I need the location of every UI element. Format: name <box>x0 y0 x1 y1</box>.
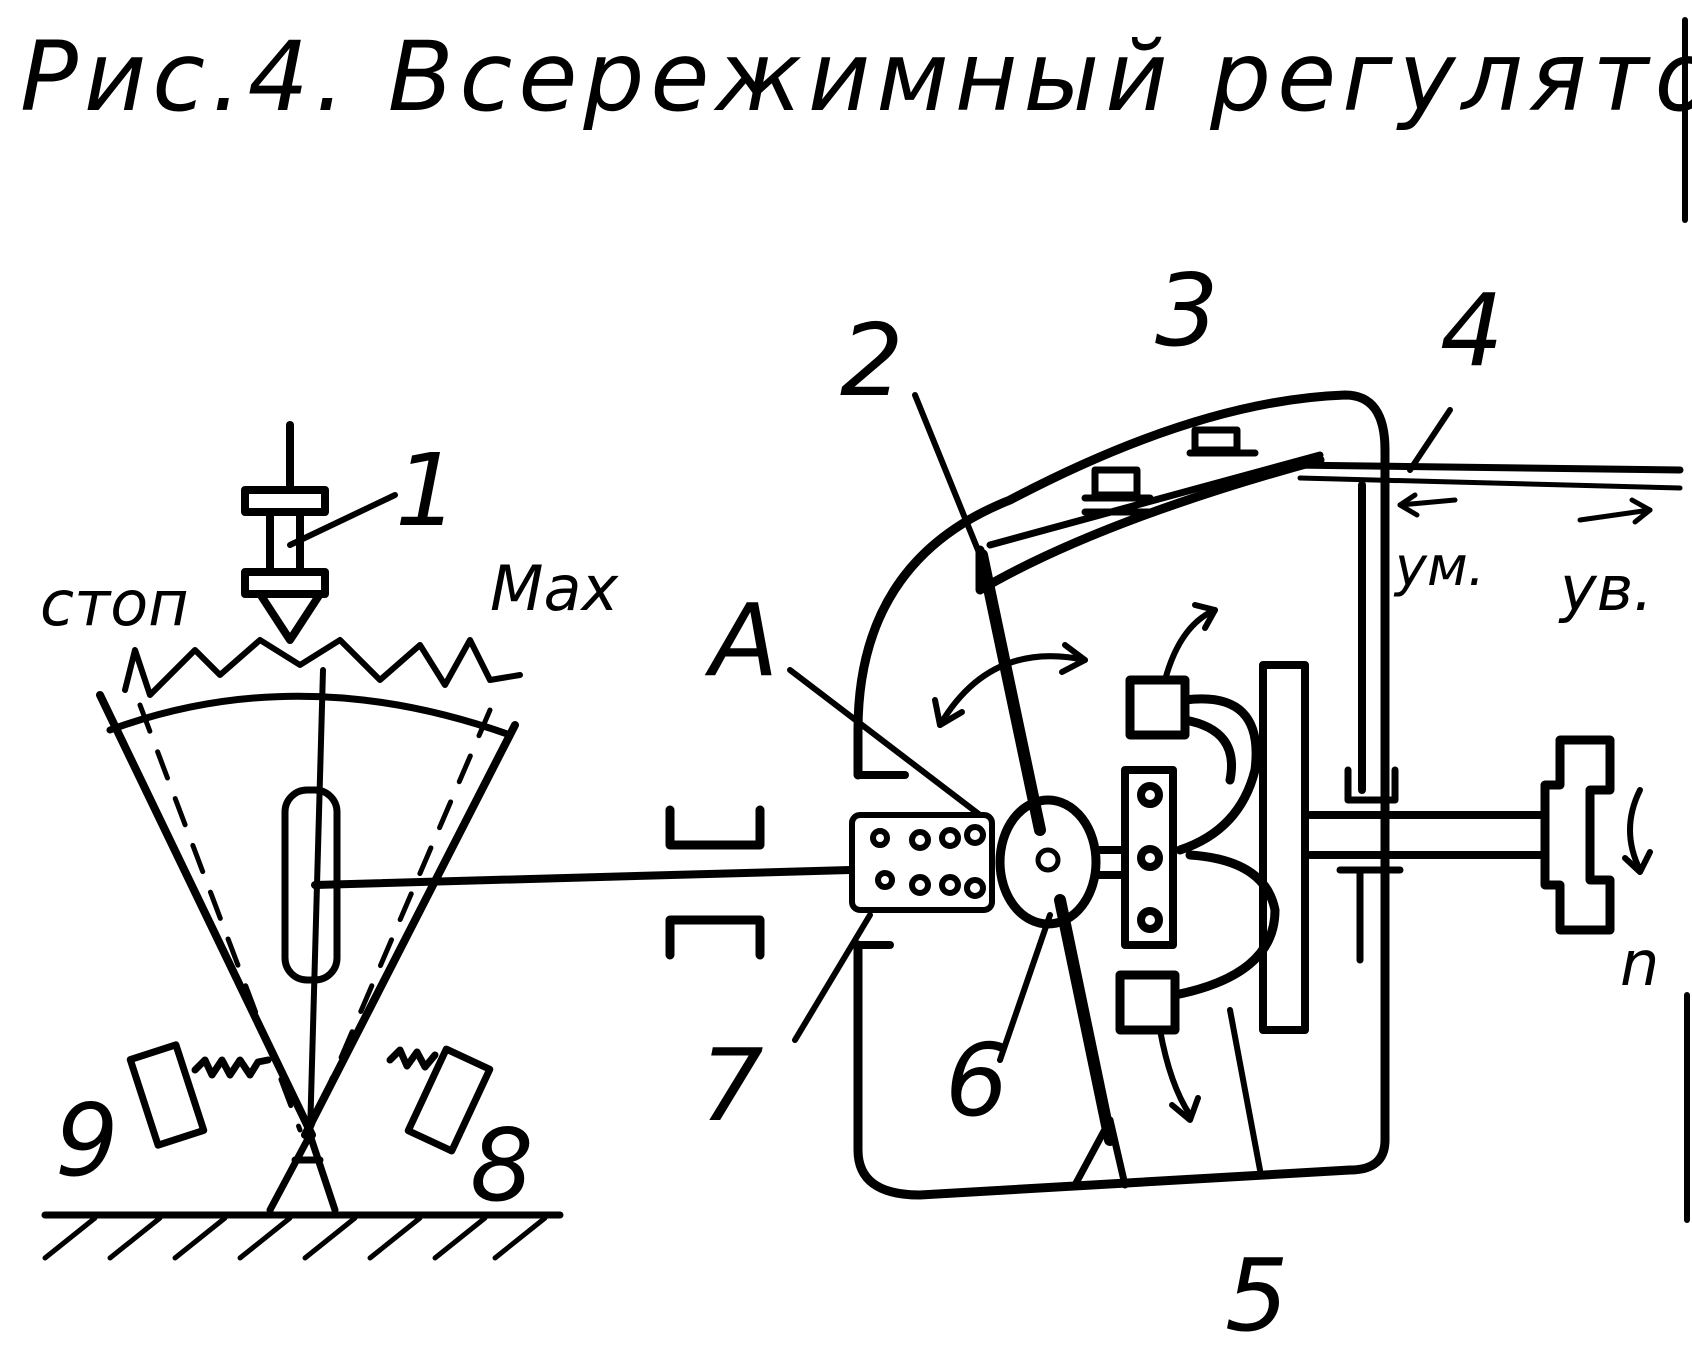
flyweight-support-plate <box>1259 661 1309 1034</box>
label-n: n <box>1620 927 1659 1000</box>
flyweight-arrow-down <box>1157 1027 1193 1118</box>
drive-coupling <box>1540 735 1615 935</box>
label-stop: стоп <box>40 567 189 640</box>
label-a: A <box>704 582 778 699</box>
shaft-bearing-upper <box>1344 766 1399 804</box>
leader-2 <box>912 392 985 563</box>
leader-5 <box>1227 1007 1263 1173</box>
leader-a <box>787 667 983 818</box>
adjusting-screw-8 <box>386 1045 494 1155</box>
flyweight-arrow-up-head <box>1192 602 1218 631</box>
lower-lever-6-base <box>1071 1116 1129 1189</box>
top-lever-arm-upper <box>986 451 1324 549</box>
stop-position-dashed <box>137 702 303 1133</box>
lever-rod <box>307 667 326 1138</box>
label-3: 3 <box>1155 252 1219 369</box>
sector-left-side <box>96 691 316 1139</box>
rod-guide-bushing <box>665 805 765 960</box>
top-lever-arm <box>975 455 1325 595</box>
decrease-arrow <box>1397 492 1458 518</box>
housing-outline <box>853 390 1390 1200</box>
lever-pivot <box>266 1131 339 1214</box>
max-speed-screw-3 <box>1081 426 1259 516</box>
label-9: 9 <box>55 1082 119 1199</box>
leader-6 <box>997 912 1053 1063</box>
lower-lever-6 <box>1054 894 1116 1146</box>
governor-housing <box>787 390 1684 1200</box>
lever-swing-arrow <box>937 653 1088 728</box>
flyweight-arrow-up <box>1162 607 1218 683</box>
lever-pivot-ellipse <box>995 795 1101 929</box>
shaft-bearing-lower <box>1336 866 1404 964</box>
sector-right-side <box>301 721 519 1139</box>
sector-spring <box>122 637 523 698</box>
label-max: Max <box>490 552 619 625</box>
adjusting-plate-7 <box>849 812 995 913</box>
lever-swing-arrowhead-right <box>1059 642 1088 675</box>
label-decrease: ум. <box>1393 535 1485 598</box>
control-rod <box>311 866 854 889</box>
main-lever-2 <box>976 549 1046 836</box>
pedal-lever-mechanism <box>41 421 854 1261</box>
speed-control-rod-4b <box>1297 475 1683 491</box>
max-position-dashed <box>307 707 493 1133</box>
flyweight-carrier <box>1091 766 1177 949</box>
label-2: 2 <box>840 302 904 419</box>
lever-pivot-hole <box>1035 847 1061 873</box>
label-8: 8 <box>470 1107 534 1224</box>
increase-arrow <box>1577 497 1653 525</box>
flyweight-arrow-down-head <box>1169 1095 1201 1123</box>
label-6: 6 <box>945 1022 1009 1139</box>
speed-control-rod-4 <box>1286 461 1684 474</box>
sector-arc <box>106 692 514 739</box>
label-1: 1 <box>395 432 459 549</box>
label-5: 5 <box>1225 1237 1289 1354</box>
label-increase: ув. <box>1558 552 1653 625</box>
label-7: 7 <box>700 1027 764 1144</box>
ground-hatching <box>42 1215 548 1261</box>
leader-1 <box>287 492 398 548</box>
adjusting-screw-9 <box>126 1041 272 1149</box>
flyweights-5 <box>1115 675 1280 1035</box>
diagram-title: Рис.4. Всережимный регулятор <box>20 21 1692 133</box>
lever-swing-arrowhead-left <box>932 697 965 728</box>
rotation-arrow <box>1627 787 1643 873</box>
rotation-arrow-head <box>1622 849 1653 875</box>
leader-4 <box>1407 407 1453 473</box>
leader-7 <box>792 912 873 1043</box>
label-4: 4 <box>1440 272 1504 389</box>
